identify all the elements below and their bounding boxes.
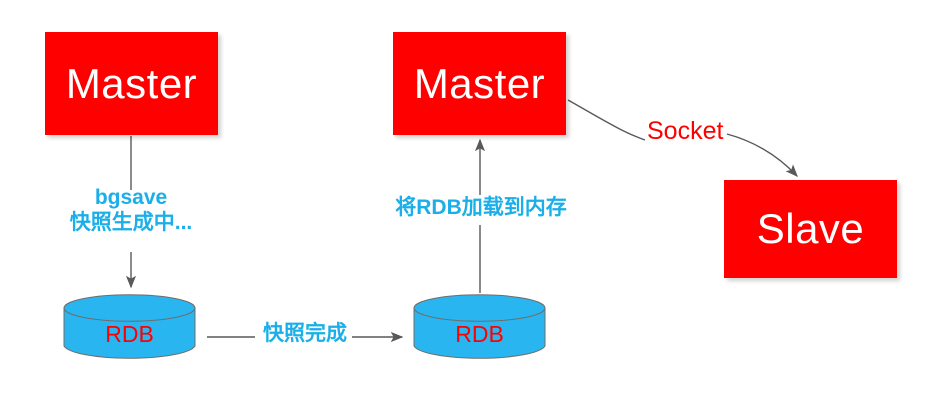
node-rdb-left[interactable]: RDB [63,294,196,360]
edge-label-socket: Socket [647,117,723,146]
node-rdb-left-label: RDB [105,321,154,347]
node-master-left-label: Master [65,59,198,107]
edge-label-load-rdb-line1: 将RDB加载到内存 [395,196,567,219]
node-rdb-mid-label: RDB [455,321,504,347]
cylinder-shape-left [63,294,196,359]
edge-label-snapshot-done-line1: 快照完成 [263,322,347,345]
edge-label-load-rdb: 将RDB加载到内存 [376,196,586,221]
node-slave-label: Slave [756,205,865,252]
edge-label-bgsave: bgsave 快照生成中... [41,186,221,236]
edge-label-bgsave-line1: bgsave [94,186,168,209]
edge-label-snapshot-done: 快照完成 [250,322,360,347]
node-master-left[interactable]: Master [45,32,218,135]
node-master-mid[interactable]: Master [393,32,566,135]
node-slave[interactable]: Slave [724,180,897,278]
node-master-mid-label: Master [413,59,546,107]
edge-label-socket-text: Socket [647,117,724,145]
edge-label-bgsave-line2: 快照生成中... [69,210,193,234]
cylinder-shape-mid [413,294,546,359]
node-rdb-mid[interactable]: RDB [413,294,546,360]
